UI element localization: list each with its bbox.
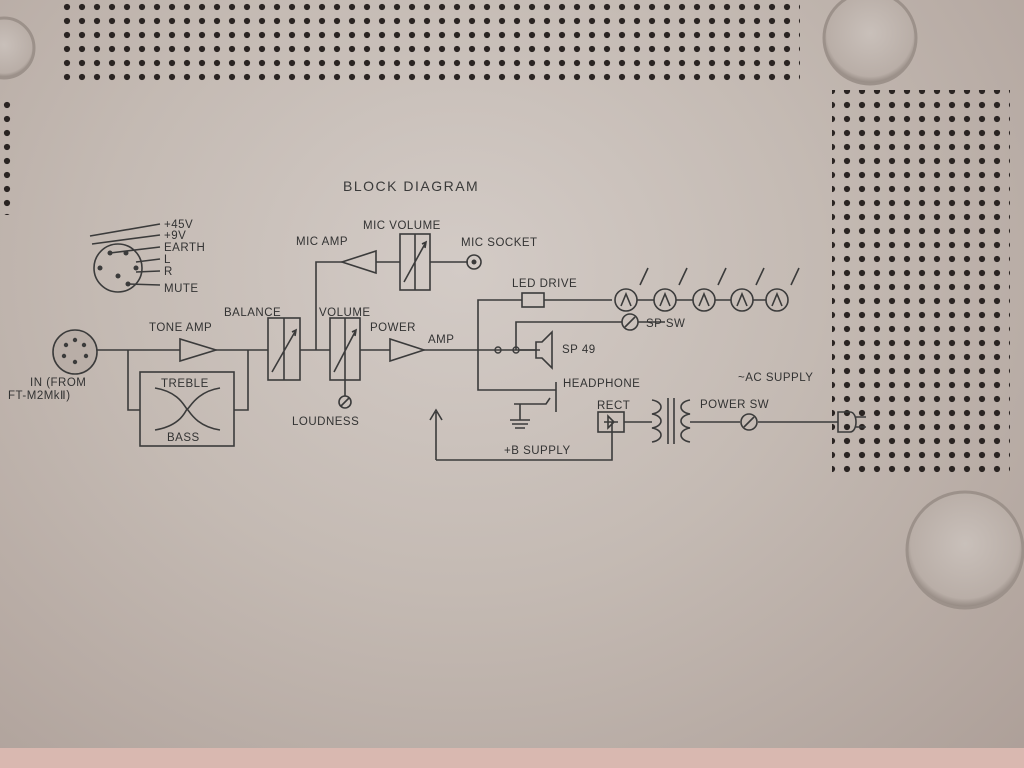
rect-label: RECT <box>597 400 630 412</box>
mic-amp-symbol <box>339 249 377 275</box>
panel-edge <box>0 748 1024 768</box>
mic-volume-label: MIC VOLUME <box>363 220 441 232</box>
headphone-label: HEADPHONE <box>563 378 640 390</box>
volume-label: VOLUME <box>319 307 371 319</box>
svg-text:R: R <box>164 266 173 278</box>
speaker-label: SP 49 <box>562 344 596 356</box>
power-sw-label: POWER SW <box>700 399 769 411</box>
mic-socket-label: MIC SOCKET <box>461 237 538 249</box>
led-drive-block <box>521 292 545 308</box>
tone-control-block <box>139 371 235 447</box>
sp-sw-label: SP SW <box>646 318 685 330</box>
input-label: IN (FROM <box>30 377 86 389</box>
ac-supply-label: ~AC SUPPLY <box>738 372 813 384</box>
rubber-foot <box>822 0 918 86</box>
power-amp-symbol <box>389 337 427 363</box>
svg-text:EARTH: EARTH <box>164 242 205 254</box>
b-supply-label: +B SUPPLY <box>504 445 571 457</box>
balance-label: BALANCE <box>224 307 281 319</box>
bass-label: BASS <box>167 432 200 444</box>
vent-grille-right <box>832 90 1010 478</box>
transformer-symbol <box>651 398 691 444</box>
tone-amp-symbol <box>179 337 219 363</box>
vent-grille-left <box>0 95 18 215</box>
power-switch <box>740 413 758 431</box>
power-amp-label-2: AMP <box>428 334 454 346</box>
power-amp-label: POWER <box>370 322 416 334</box>
din-connector-pinout: +45V +9V EARTH L R MUTE <box>89 219 205 295</box>
rubber-foot <box>905 490 1024 610</box>
svg-text:L: L <box>164 254 171 266</box>
treble-label: TREBLE <box>161 378 209 390</box>
ac-plug-icon <box>837 411 866 433</box>
svg-text:+9V: +9V <box>164 230 186 242</box>
led-indicator-array <box>614 267 800 312</box>
rubber-foot <box>0 16 36 80</box>
svg-text:MUTE: MUTE <box>164 283 199 295</box>
led-drive-label: LED DRIVE <box>512 278 577 290</box>
vent-grille-top <box>58 2 800 84</box>
speaker-symbol <box>535 330 553 370</box>
mic-socket-symbol <box>466 254 482 270</box>
loudness-label: LOUDNESS <box>292 416 359 428</box>
input-socket <box>52 329 98 375</box>
speaker-switch <box>621 313 639 331</box>
tone-amp-label: TONE AMP <box>149 322 212 334</box>
svg-text:+45V: +45V <box>164 219 193 231</box>
input-label-source: FT-M2MkⅡ) <box>8 390 71 402</box>
loudness-switch <box>338 395 352 409</box>
diagram-title: BLOCK DIAGRAM <box>343 178 479 194</box>
mic-amp-label: MIC AMP <box>296 236 348 248</box>
